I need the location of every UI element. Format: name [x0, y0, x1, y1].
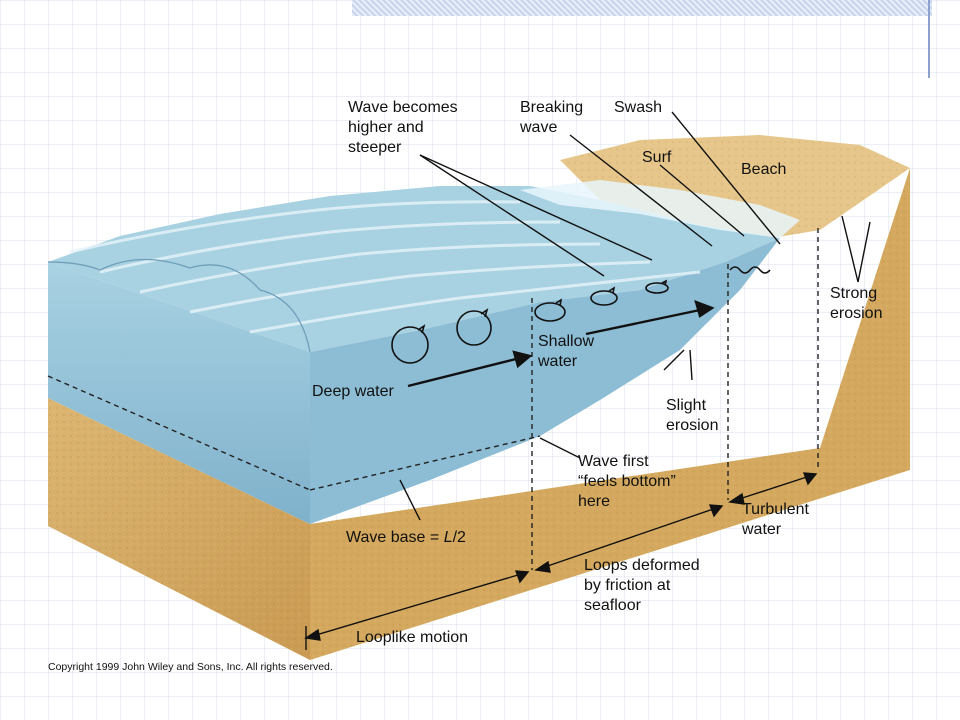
label-wave-base-suffix: /2	[453, 529, 466, 546]
label-slight-erosion-2: erosion	[666, 417, 718, 434]
label-strong-erosion-2: erosion	[830, 305, 882, 322]
label-looplike: Looplike motion	[356, 629, 468, 646]
swash-squiggle	[729, 266, 771, 274]
seafloor-block	[48, 135, 910, 660]
direction-arrows	[407, 300, 715, 388]
label-loops-2: by friction at	[584, 577, 671, 594]
water-body	[47, 180, 800, 524]
label-strong-erosion-1: Strong	[830, 285, 877, 302]
label-breaking-1: Breaking	[520, 99, 583, 116]
shallow-loop-1	[534, 302, 566, 322]
leader-lines	[399, 111, 871, 521]
shallow-loop-2	[590, 290, 618, 306]
label-shallow-2: water	[537, 353, 578, 370]
labels: Wave becomes higher and steeper Breaking…	[48, 99, 882, 673]
label-wave-higher-2: higher and	[348, 119, 424, 136]
deep-loop-2	[456, 310, 492, 346]
label-wave-base-prefix: Wave base =	[346, 529, 444, 546]
label-wave-base-var: L	[444, 529, 453, 546]
label-wave-higher-1: Wave becomes	[348, 99, 458, 116]
label-wave-higher-3: steeper	[348, 139, 402, 156]
label-loops-1: Loops deformed	[584, 557, 700, 574]
shallow-loop-3	[645, 282, 669, 294]
label-shallow-1: Shallow	[538, 333, 594, 350]
label-deep-water: Deep water	[312, 383, 394, 400]
label-breaking-2: wave	[519, 119, 557, 136]
reference-lines	[47, 228, 819, 570]
label-loops-3: seafloor	[584, 597, 642, 614]
header-pattern-bar	[352, 0, 932, 16]
label-slight-erosion-1: Slight	[666, 397, 707, 414]
copyright-text: Copyright 1999 John Wiley and Sons, Inc.…	[48, 661, 333, 673]
label-swash: Swash	[614, 99, 662, 116]
label-wave-base: Wave base = L/2	[346, 529, 466, 546]
label-feels-bottom-2: “feels bottom”	[578, 473, 676, 490]
label-turbulent-1: Turbulent	[742, 501, 810, 518]
deep-loop-1	[391, 326, 429, 364]
label-turbulent-2: water	[741, 521, 782, 538]
label-feels-bottom-3: here	[578, 493, 610, 510]
label-feels-bottom-1: Wave first	[578, 453, 649, 470]
label-beach: Beach	[741, 161, 786, 178]
header-rule	[928, 0, 930, 78]
orbital-loops	[391, 266, 771, 364]
measure-arrows	[304, 472, 818, 650]
label-surf: Surf	[642, 149, 672, 166]
